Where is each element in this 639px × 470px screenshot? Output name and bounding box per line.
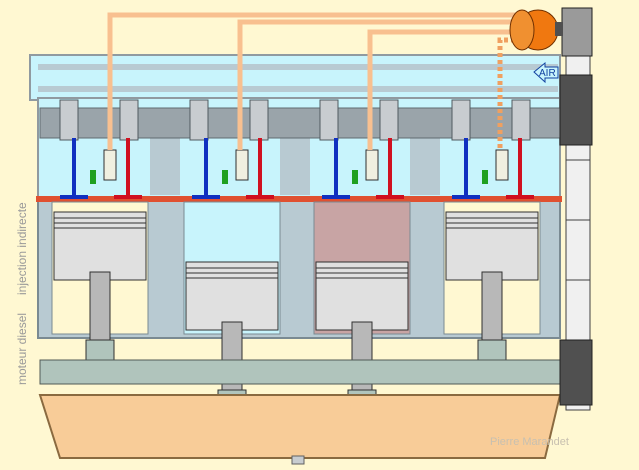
caption-moteur-diesel: moteur diesel — [15, 313, 29, 385]
glow-plug — [222, 170, 228, 184]
author-signature: Pierre Marandet — [490, 436, 569, 448]
camshaft-gear — [559, 74, 593, 146]
fuel-lines — [107, 12, 515, 150]
injector — [235, 149, 249, 181]
head-gasket — [36, 196, 562, 202]
camshaft — [39, 107, 561, 139]
glow-plug — [482, 170, 488, 184]
cylinder-1-exhaust — [51, 138, 149, 371]
air-label: AIR — [539, 68, 556, 79]
crankshaft-gear — [559, 339, 593, 406]
injection-pump — [509, 9, 563, 51]
intake-manifold — [29, 54, 561, 101]
piston — [315, 261, 409, 331]
cylinders — [51, 138, 541, 421]
injector — [103, 149, 117, 181]
cylinder-3-compression — [313, 138, 411, 421]
oil-pan — [38, 394, 562, 465]
caption-injection-indirecte: injection indirecte — [15, 202, 29, 295]
injector — [495, 149, 509, 181]
glow-plug — [352, 170, 358, 184]
piston — [53, 211, 147, 281]
air-inlet-arrow: AIR — [533, 61, 559, 84]
cam-lobes — [59, 99, 531, 141]
glow-plug — [90, 170, 96, 184]
piston — [185, 261, 279, 331]
pump-gear — [561, 7, 593, 57]
injector — [365, 149, 379, 181]
crankshaft — [39, 359, 561, 385]
piston — [445, 211, 539, 281]
